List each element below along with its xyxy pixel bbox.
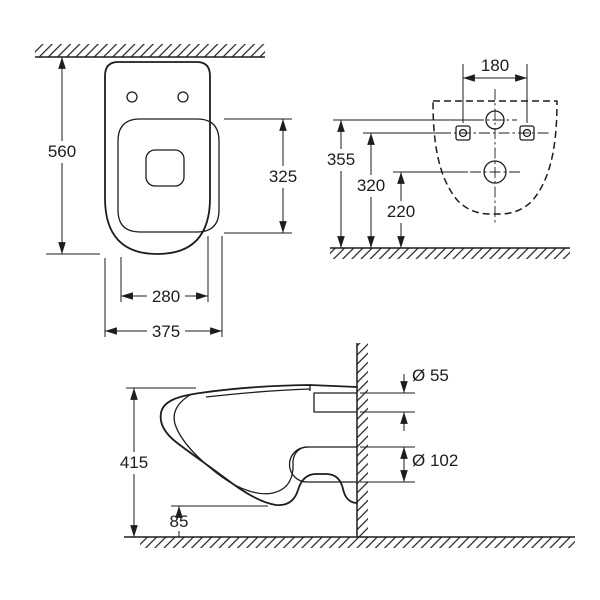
flush-pipe — [313, 392, 357, 413]
dimension-label: 415 — [120, 453, 148, 472]
wall-hatch-top — [35, 44, 265, 57]
fixing-hole-right — [519, 125, 535, 141]
seat-line — [205, 388, 311, 398]
floor-hatch-side — [140, 537, 575, 548]
hole-spacing-dimension: 180 — [462, 56, 528, 123]
dimension-label: 85 — [170, 512, 189, 531]
fixing-hole-right-center — [522, 128, 532, 138]
dimension-label: 355 — [327, 150, 355, 169]
wc-side-profile — [159, 384, 358, 506]
dimension-label: 375 — [152, 322, 180, 341]
dimension-label: 280 — [152, 287, 180, 306]
seat-mounting-hole-right — [177, 91, 189, 103]
outlet-height-dimension: 220 — [387, 171, 468, 248]
fixing-hole-left-center — [458, 128, 468, 138]
seat-mounting-hole-left — [126, 91, 138, 103]
flush-opening — [145, 149, 185, 187]
dimension-label: 320 — [357, 176, 385, 195]
dimension-label: 325 — [269, 167, 297, 186]
wall-hatch-side — [357, 343, 368, 537]
inlet-diameter-dimension: Ø 55 — [360, 366, 449, 431]
height-dimension: 415 — [120, 387, 196, 537]
plan-view: 560 325 280 375 — [35, 44, 297, 341]
fixing-height-dimension: 320 — [357, 132, 441, 248]
clearance-dimension: 85 — [170, 505, 268, 537]
dimension-label: 560 — [48, 142, 76, 161]
side-view: 415 85 Ø 55 Ø 102 — [120, 343, 575, 548]
outlet-diameter-dimension: Ø 102 — [360, 446, 458, 483]
fixing-hole-left — [455, 125, 471, 141]
dimension-label: Ø 55 — [412, 366, 449, 385]
outlet-pipe — [288, 446, 357, 483]
outlet-circle — [483, 160, 507, 184]
bowl-width-dimension: 280 — [120, 236, 209, 306]
bowl-rim-outline — [117, 118, 220, 233]
wc-body-outline — [104, 61, 211, 255]
rear-view: 180 355 320 220 — [327, 56, 570, 259]
depth-dimension: 560 — [46, 57, 100, 255]
dimension-label: 180 — [481, 56, 509, 75]
dimension-label: 220 — [387, 202, 415, 221]
bowl-inner-line — [173, 394, 309, 495]
water-inlet-circle — [485, 110, 505, 130]
overall-width-dimension: 375 — [104, 236, 223, 341]
rear-silhouette — [432, 100, 558, 215]
dimension-label: Ø 102 — [412, 451, 458, 470]
inlet-height-dimension: 355 — [327, 119, 484, 248]
floor-hatch-rear — [330, 248, 570, 259]
bowl-depth-dimension: 325 — [224, 118, 297, 234]
